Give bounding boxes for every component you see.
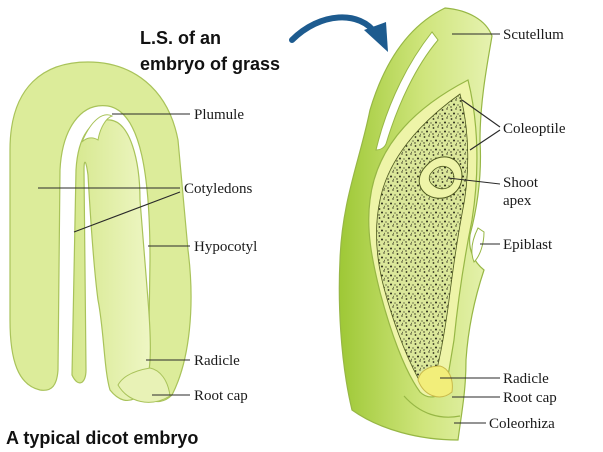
- label-coleorhiza: Coleorhiza: [489, 416, 555, 432]
- grass-epiblast: [472, 228, 484, 262]
- label-coleoptile: Coleoptile: [503, 121, 566, 137]
- label-scutellum: Scutellum: [503, 27, 564, 43]
- label-hypocotyl: Hypocotyl: [194, 239, 257, 255]
- label-grass-radicle: Radicle: [503, 371, 549, 387]
- label-root-cap: Root cap: [194, 388, 248, 404]
- label-shoot-apex-2: apex: [503, 193, 532, 209]
- label-cotyledons: Cotyledons: [184, 181, 252, 197]
- label-epiblast: Epiblast: [503, 237, 553, 253]
- dicot-hypocotyl: [72, 120, 150, 401]
- title-dicot: A typical dicot embryo: [6, 428, 198, 448]
- arrow-icon: [292, 17, 388, 52]
- title-grass-line1: L.S. of an: [140, 28, 221, 48]
- label-grass-root-cap: Root cap: [503, 390, 557, 406]
- title-grass-line2: embryo of grass: [140, 54, 280, 74]
- label-radicle: Radicle: [194, 353, 240, 369]
- label-shoot-apex-1: Shoot: [503, 175, 539, 191]
- grass-embryo: [339, 8, 492, 440]
- dicot-embryo: [10, 62, 191, 402]
- label-plumule: Plumule: [194, 107, 244, 123]
